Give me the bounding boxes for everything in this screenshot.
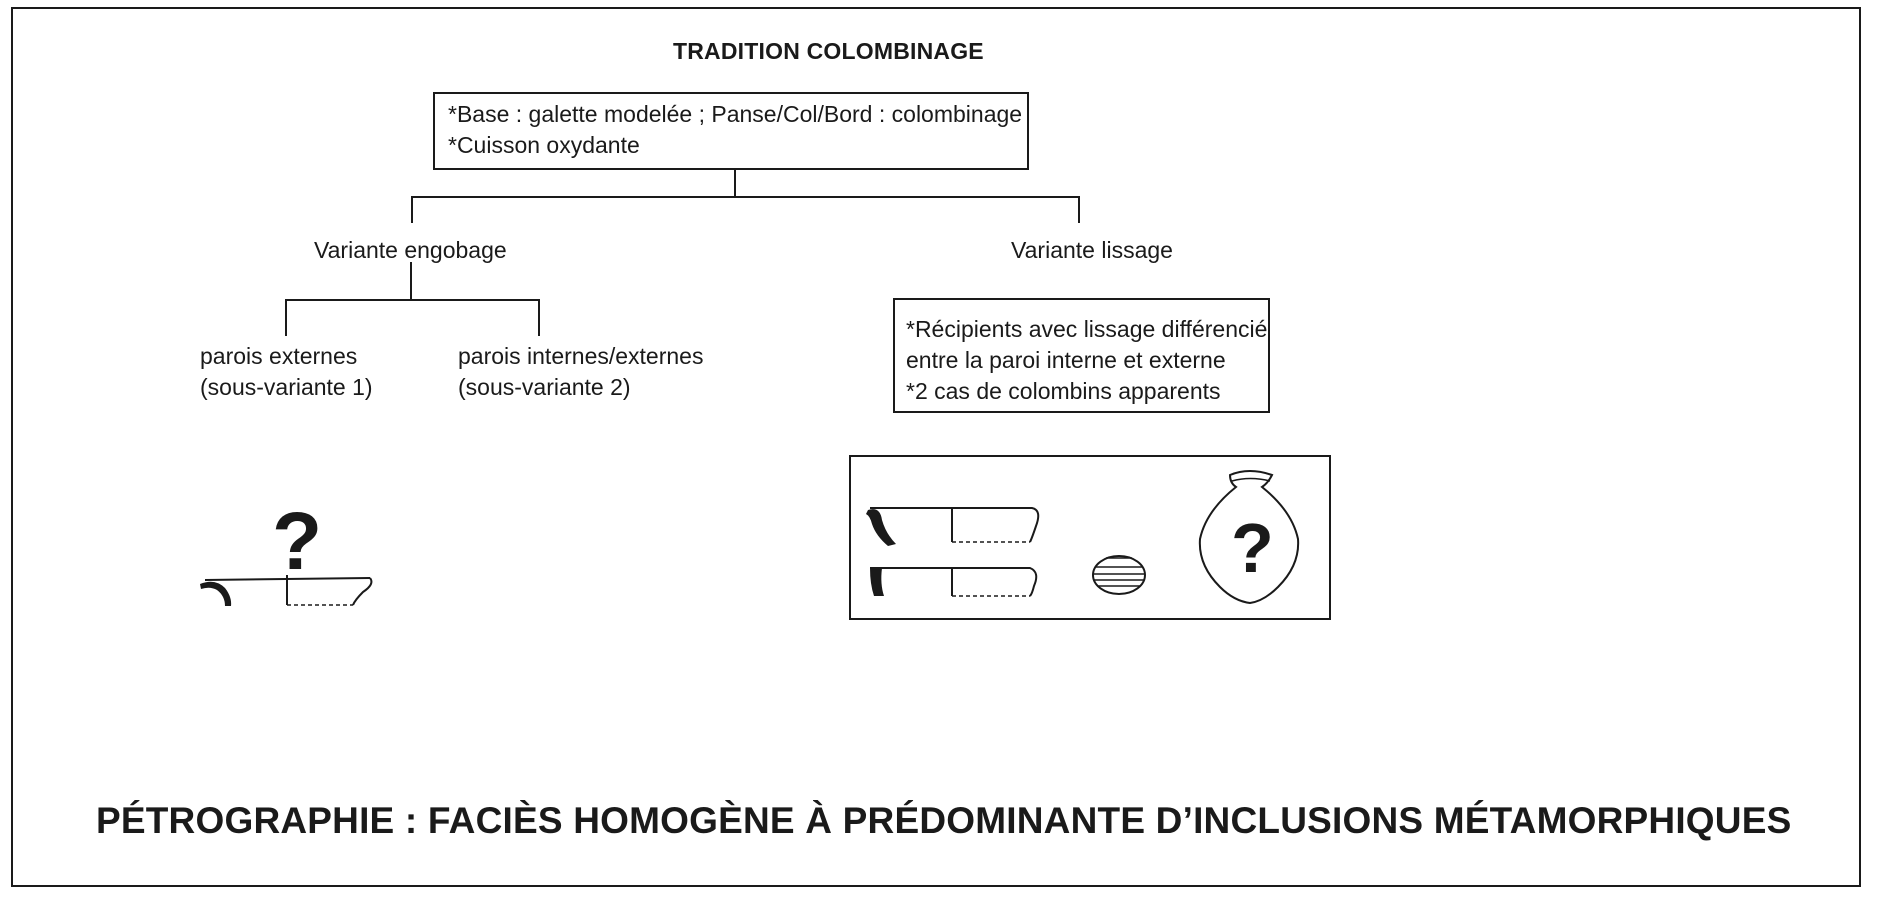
- connector-root-down: [734, 170, 736, 197]
- connector-engobage-down: [410, 262, 412, 300]
- small-pot-icon: [1092, 555, 1146, 595]
- connector-engobage-horizontal: [285, 299, 540, 301]
- connector-root-horizontal: [411, 196, 1080, 198]
- connector-sub2-drop: [538, 299, 540, 336]
- variant-lissage-label: Variante lissage: [1011, 237, 1173, 263]
- root-box: [433, 92, 1029, 170]
- bowl-profile-icon: [870, 567, 1038, 597]
- root-box-line-1: *Base : galette modelée ; Panse/Col/Bord…: [448, 101, 1023, 127]
- lissage-box-line-2: entre la paroi interne et externe: [906, 347, 1226, 373]
- connector-left-drop: [411, 196, 413, 223]
- root-box-line-2: *Cuisson oxydante: [448, 132, 640, 158]
- sub-variant-1-line-1: parois externes: [200, 343, 358, 369]
- sub-variant-1-line-2: (sous-variante 1): [200, 374, 373, 400]
- petrography-footer: PÉTROGRAPHIE : FACIÈS HOMOGÈNE À PRÉDOMI…: [96, 800, 1792, 841]
- lissage-box-line-1: *Récipients avec lissage différencié: [906, 316, 1268, 342]
- connector-right-drop: [1078, 196, 1080, 223]
- question-mark-icon: ?: [1231, 509, 1274, 587]
- lissage-box: [893, 298, 1270, 413]
- bowl-profile-icon: [200, 575, 373, 606]
- vase-icon: [1198, 470, 1300, 605]
- bowl-profile-icon: [866, 507, 1040, 546]
- sub-variant-2-line-1: parois internes/externes: [458, 343, 704, 369]
- figure-frame: [11, 7, 1861, 887]
- lissage-box-line-3: *2 cas de colombins apparents: [906, 378, 1221, 404]
- connector-sub1-drop: [285, 299, 287, 336]
- bowl-profiles-group: [866, 507, 1040, 597]
- variant-engobage-label: Variante engobage: [314, 237, 507, 263]
- diagram-title: TRADITION COLOMBINAGE: [673, 38, 984, 64]
- sub-variant-2-line-2: (sous-variante 2): [458, 374, 631, 400]
- lissage-pottery-frame: [849, 455, 1331, 620]
- question-mark-icon: ?: [272, 496, 323, 587]
